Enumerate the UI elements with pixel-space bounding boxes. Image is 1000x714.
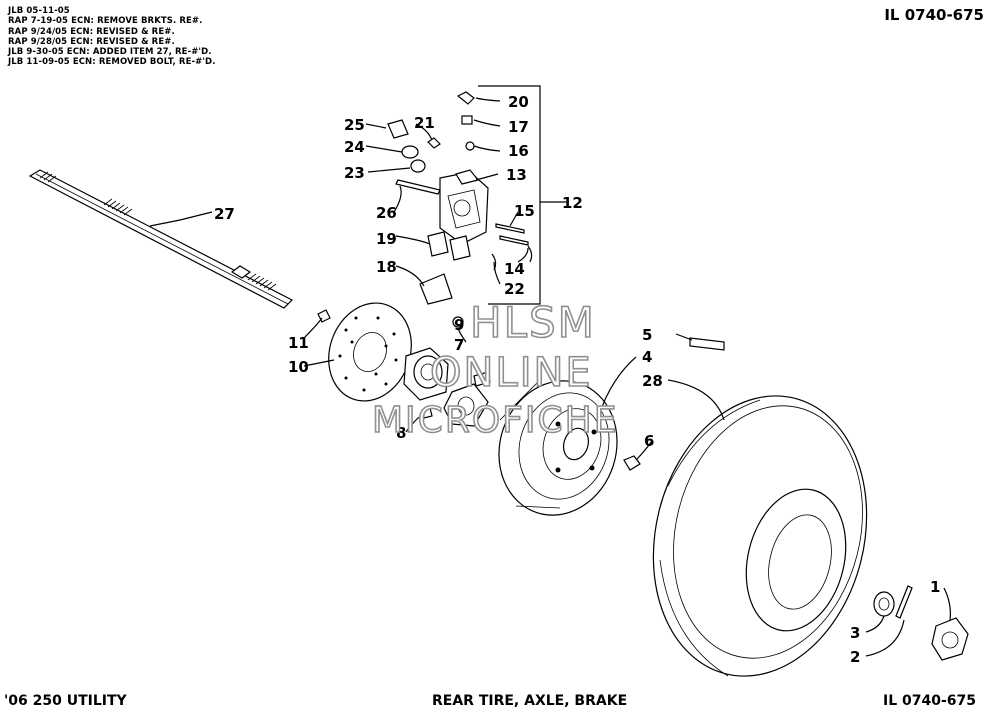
callout-25: 25 — [344, 116, 365, 134]
footer-illustration-code: IL 0740-675 — [882, 693, 976, 709]
rear-tire — [652, 395, 868, 677]
callout-5: 5 — [642, 326, 652, 344]
brake-caliper — [439, 169, 489, 245]
caliper-bracket — [419, 273, 453, 305]
callout-11: 11 — [288, 334, 309, 352]
illustration-code-top: IL 0740-675 — [884, 6, 984, 24]
callout-8: 8 — [396, 424, 406, 442]
footer-title: REAR TIRE, AXLE, BRAKE — [432, 693, 628, 709]
callout-15: 15 — [514, 202, 535, 220]
callout-4: 4 — [642, 348, 652, 366]
callout-10: 10 — [288, 358, 309, 376]
revision-note: RAP 7-19-05 ECN: REMOVE BRKTS. RE#. — [8, 16, 203, 27]
wheel-rim — [498, 379, 618, 516]
callout-23: 23 — [344, 164, 365, 182]
callout-18: 18 — [376, 258, 397, 276]
revision-note: JLB 11-09-05 ECN: REMOVED BOLT, RE-#'D. — [8, 57, 216, 68]
callout-7: 7 — [454, 336, 464, 354]
hub-cap-group — [873, 585, 969, 661]
revision-note: RAP 9/24/05 ECN: REVISED & RE#. — [8, 26, 175, 37]
watermark-line: ONLINE — [429, 349, 593, 397]
callout-numbers: 27 20 17 16 13 12 25 24 23 21 26 19 18 1… — [214, 93, 940, 666]
revision-notes: JLB 05-11-05 RAP 7-19-05 ECN: REMOVE BRK… — [8, 6, 216, 68]
callout-1: 1 — [930, 578, 940, 596]
rear-axle — [28, 169, 294, 309]
leader-lines — [149, 97, 951, 657]
callout-16: 16 — [508, 142, 529, 160]
callout-17: 17 — [508, 118, 529, 136]
callout-21: 21 — [414, 114, 435, 132]
wheel-hub — [403, 316, 491, 427]
revision-note: JLB 9-30-05 ECN: ADDED ITEM 27, RE-#'D. — [8, 47, 212, 58]
footer-model: '06 250 UTILITY — [4, 693, 127, 709]
group-12-bracket — [478, 85, 541, 305]
watermark-line: HLSM — [469, 297, 596, 348]
callout-3: 3 — [850, 624, 860, 642]
callout-28: 28 — [642, 372, 663, 390]
callout-24: 24 — [344, 138, 365, 156]
callout-12: 12 — [562, 194, 583, 212]
valve-stem — [689, 337, 725, 351]
watermark-line: MICROFICHE — [371, 399, 619, 442]
callout-14: 14 — [504, 260, 525, 278]
callout-2: 2 — [850, 648, 860, 666]
brake-disc — [328, 302, 412, 402]
callout-26: 26 — [376, 204, 397, 222]
callout-27: 27 — [214, 205, 235, 223]
callout-6: 6 — [644, 432, 654, 450]
callout-13: 13 — [506, 166, 527, 184]
brake-pads — [427, 231, 471, 261]
callout-19: 19 — [376, 230, 397, 248]
brake-small-parts — [387, 91, 533, 271]
callout-20: 20 — [508, 93, 529, 111]
revision-note: RAP 9/28/05 ECN: REVISED & RE#. — [8, 36, 175, 47]
callout-22: 22 — [504, 280, 525, 298]
callout-9: 9 — [454, 316, 464, 334]
revision-note: JLB 05-11-05 — [8, 6, 70, 16]
